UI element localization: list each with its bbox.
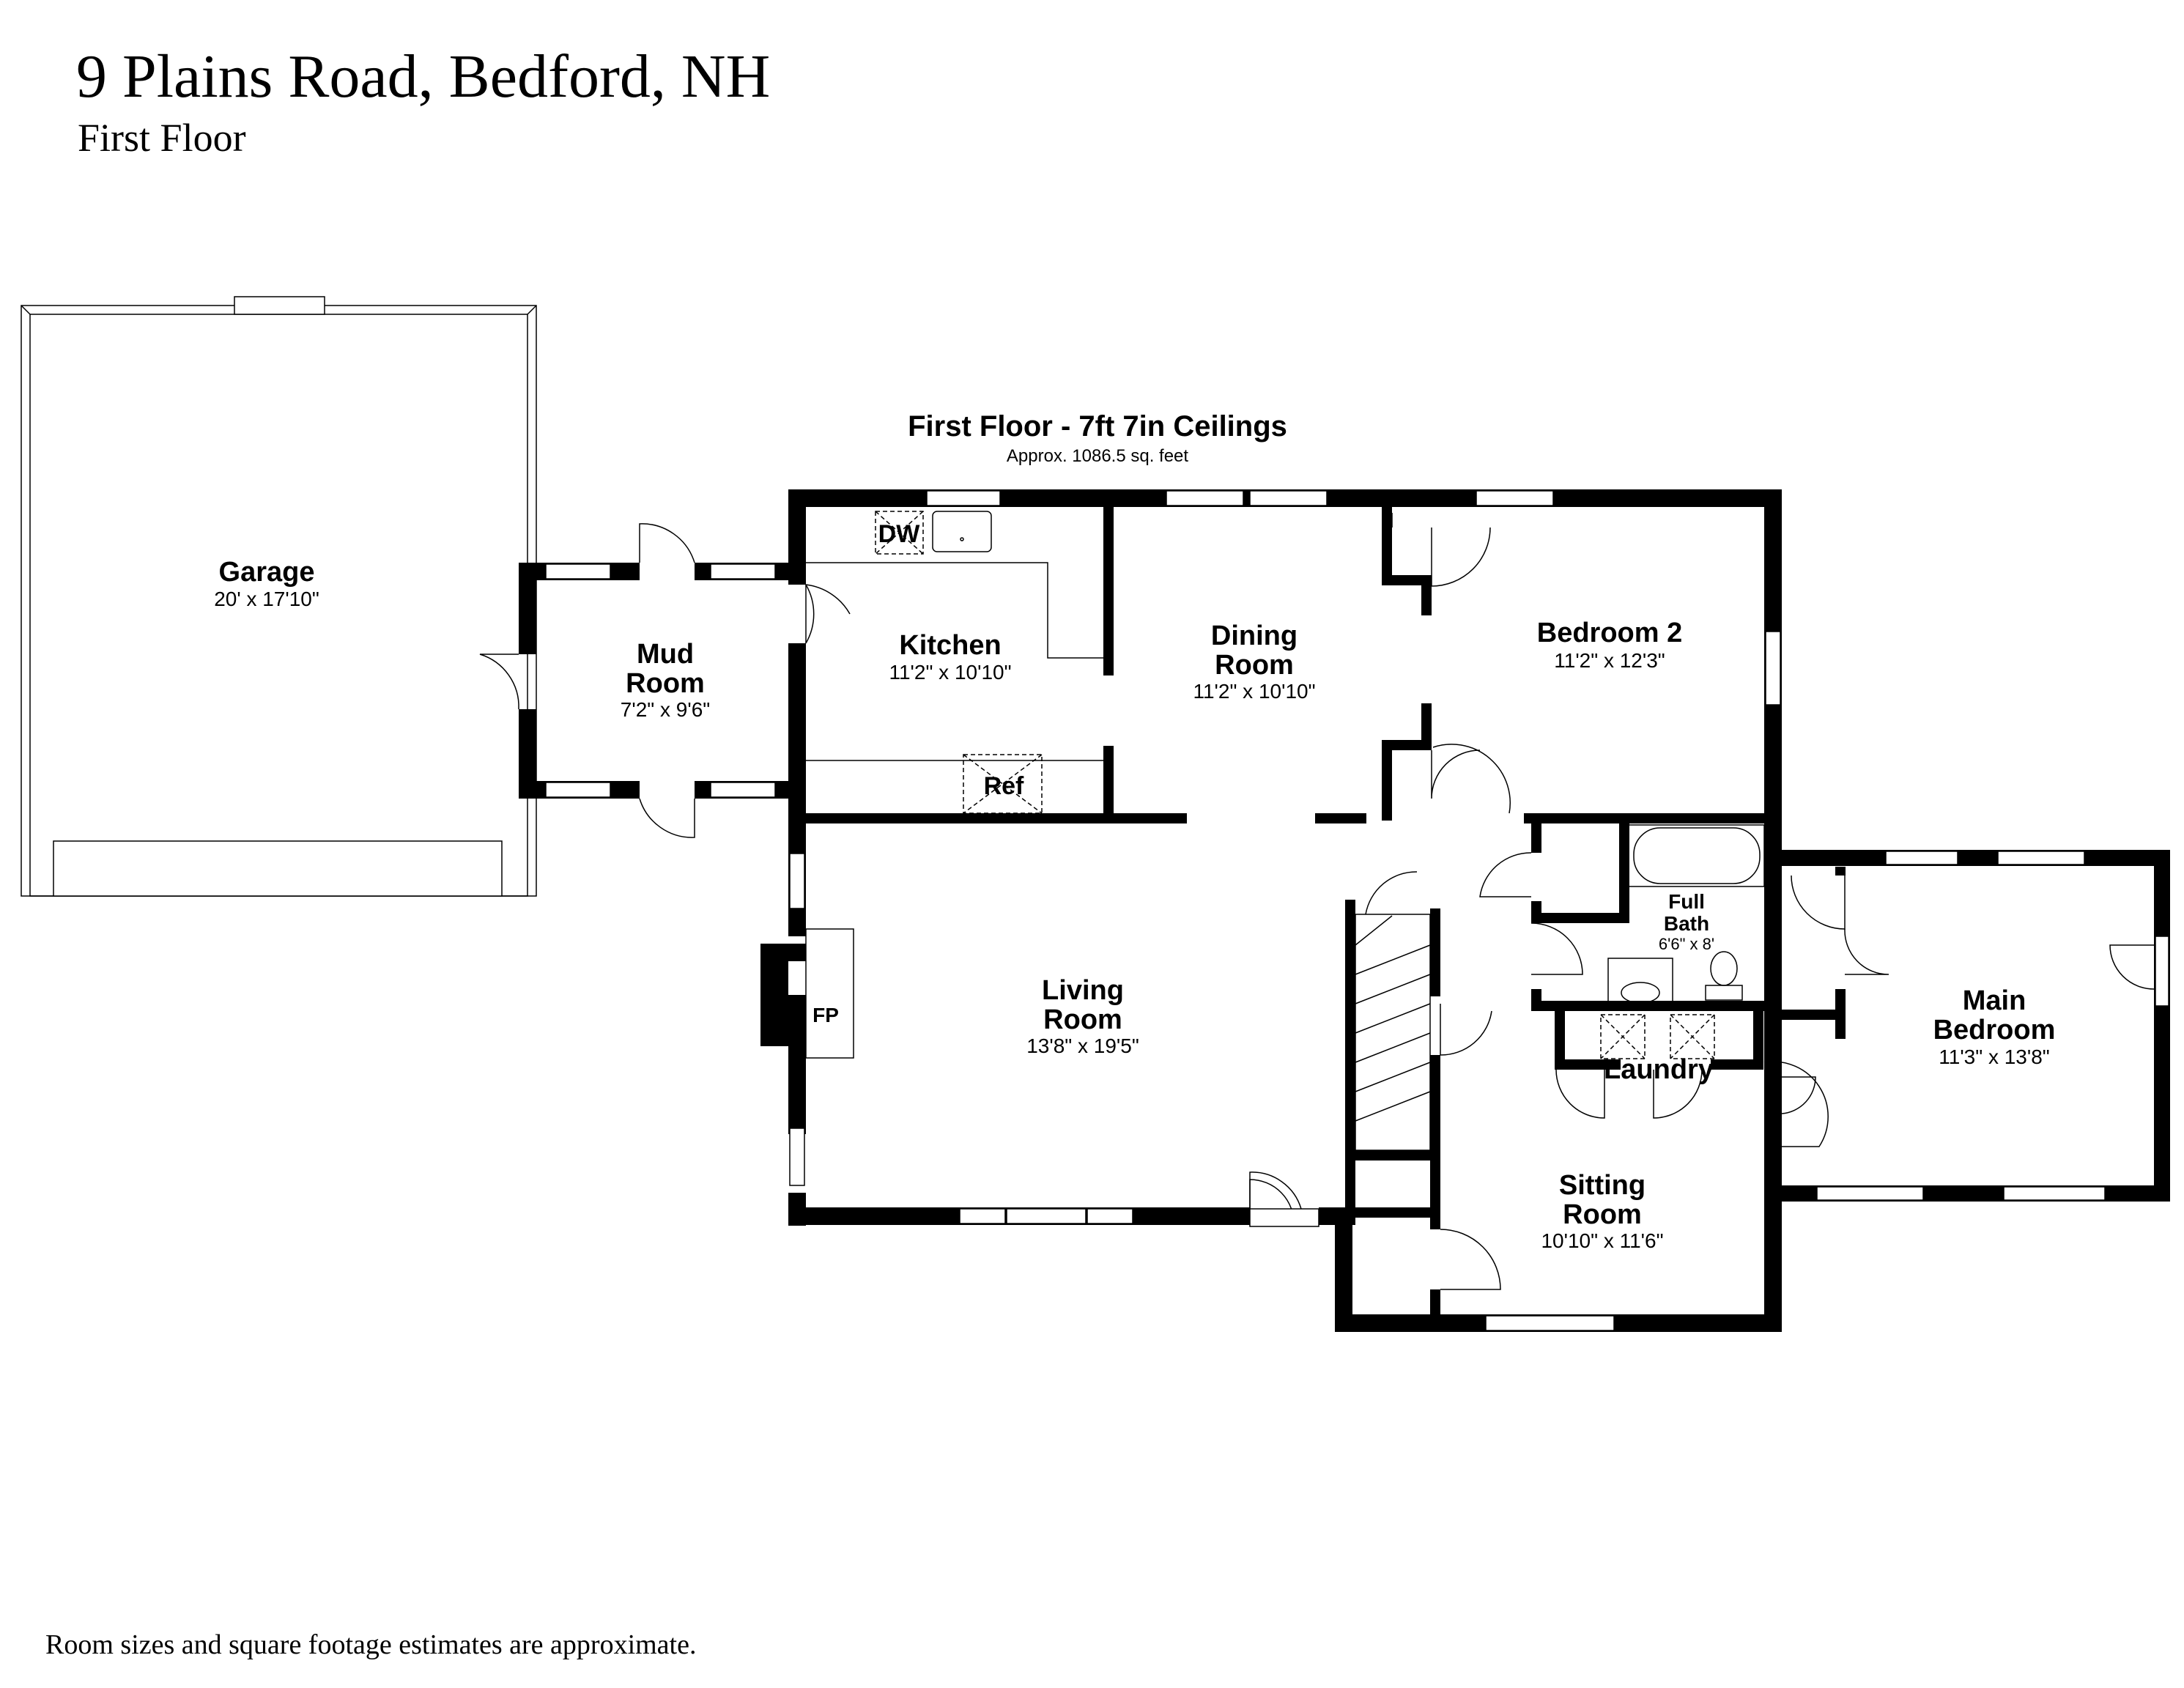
full-bath: Full Bath 6'6" x 8' (1607, 824, 1765, 1004)
dishwasher-icon (875, 511, 924, 555)
mud-room: Mud Room 7'2" x 9'6" (479, 523, 797, 838)
kitchen-mud-door (805, 584, 815, 644)
fireplace-label: FP (812, 1004, 839, 1026)
refrigerator-icon (963, 754, 1043, 814)
mud-room-door-top (639, 523, 695, 563)
garage: Garage 20' x 17'10" (21, 296, 537, 897)
living-room: FP Living Room 13'8" x 19'5" (805, 928, 1139, 1059)
sitting-room-dims: 10'10" x 11'6" (1541, 1229, 1663, 1252)
sitting-room: Sitting Room 10'10" x 11'6" (1541, 1170, 1663, 1252)
dining-room-dims: 11'2" x 10'10" (1193, 680, 1315, 703)
stairs (1355, 871, 1431, 1151)
bathtub-icon (1633, 827, 1761, 884)
main-bedroom-walls: Main Bedroom 11'3" x 13'8" (1764, 850, 2170, 1202)
laundry-label: Laundry (1604, 1054, 1714, 1085)
main-bedroom-dims: 11'3" x 13'8" (1939, 1045, 2049, 1068)
dryer-icon (1670, 1014, 1715, 1059)
kitchen-dims: 11'2" x 10'10" (889, 661, 1011, 684)
full-bath-dims: 6'6" x 8' (1659, 935, 1714, 953)
main-bedroom-label-1: Main (1963, 985, 2026, 1016)
mud-room-label-2: Room (626, 668, 705, 699)
bedroom-2-dims: 11'2" x 12'3" (1554, 649, 1665, 672)
laundry: Laundry (1600, 1014, 1715, 1085)
refrigerator-label: Ref (984, 772, 1024, 800)
main-bedroom-label-2: Bedroom (1933, 1015, 2056, 1045)
kitchen: DW Ref Kitchen 11'2" x 10'10" (806, 511, 1103, 814)
living-room-label-2: Room (1043, 1004, 1122, 1035)
fireplace-icon (805, 928, 854, 1059)
mud-room-dims: 7'2" x 9'6" (621, 698, 710, 721)
garage-door (53, 840, 503, 897)
sitting-room-label-2: Room (1563, 1199, 1642, 1230)
living-room-dims: 13'8" x 19'5" (1026, 1034, 1139, 1057)
floor-subtitle: First Floor (78, 116, 246, 160)
doors (805, 513, 1829, 1290)
bedroom-2: Bedroom 2 11'2" x 12'3" (1537, 618, 1682, 672)
garage-window (234, 296, 325, 315)
garage-dims: 20' x 17'10" (214, 588, 319, 610)
sitting-room-label-1: Sitting (1559, 1170, 1646, 1201)
vanity-icon (1607, 958, 1673, 1003)
disclaimer: Room sizes and square footage estimates … (45, 1629, 696, 1660)
plan-title: First Floor - 7ft 7in Ceilings (908, 410, 1287, 443)
address-title: 9 Plains Road, Bedford, NH (76, 42, 770, 111)
mud-room-door-bottom (639, 798, 695, 838)
dishwasher-label: DW (878, 520, 921, 548)
plan-area: Approx. 1086.5 sq. feet (1007, 446, 1189, 466)
full-bath-label-1: Full (1668, 890, 1705, 913)
bedroom-2-label: Bedroom 2 (1537, 618, 1682, 648)
mud-room-label-1: Mud (637, 639, 694, 670)
dining-room-label-2: Room (1215, 650, 1294, 681)
sink-icon (932, 511, 992, 552)
windows (789, 490, 1781, 1331)
washer-icon (1600, 1014, 1646, 1059)
living-room-label-1: Living (1042, 975, 1124, 1006)
dining-room-label-1: Dining (1211, 621, 1298, 651)
full-bath-label-2: Bath (1664, 912, 1709, 935)
mud-room-door-left (479, 654, 519, 710)
garage-label: Garage (219, 557, 315, 588)
dining-room: Dining Room 11'2" x 10'10" (1193, 621, 1315, 703)
kitchen-label: Kitchen (899, 630, 1001, 661)
toilet-icon (1705, 985, 1743, 1001)
